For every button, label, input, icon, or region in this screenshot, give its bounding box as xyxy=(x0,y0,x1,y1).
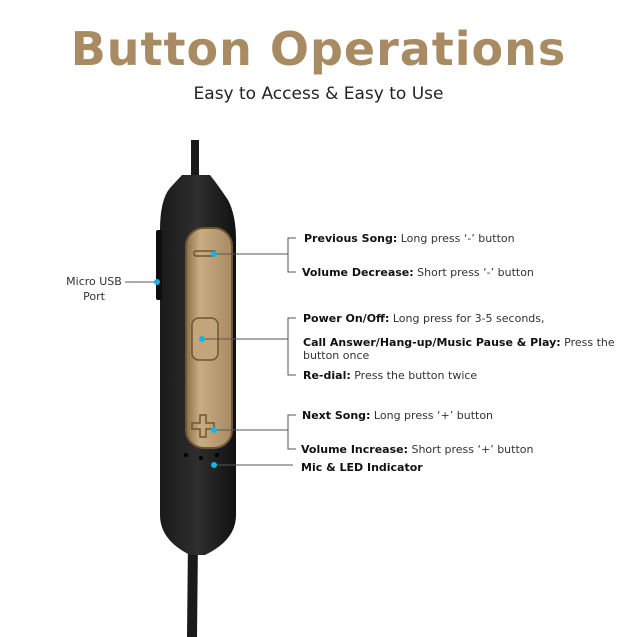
title: Button Operations xyxy=(70,22,567,76)
power-label: Power On/Off: Long press for 3-5 seconds… xyxy=(303,312,545,325)
subtitle: Easy to Access & Easy to Use xyxy=(193,84,444,104)
volume-decrease-label: Volume Decrease: Short press ‘-’ button xyxy=(302,266,534,279)
callout-dots xyxy=(154,251,217,468)
mic-hole xyxy=(199,456,203,460)
mic-label: Mic & LED Indicator xyxy=(301,461,423,474)
previous-song-label: Previous Song: Long press ‘-’ button xyxy=(304,232,515,245)
cable-top xyxy=(191,140,199,180)
volume-increase-label: Volume Increase: Short press ‘+’ button xyxy=(301,443,534,456)
mic-hole xyxy=(184,453,188,457)
cable-bottom xyxy=(187,540,198,637)
call-label: Call Answer/Hang-up/Music Pause & Play: … xyxy=(303,336,615,362)
next-song-label: Next Song: Long press ‘+’ button xyxy=(302,409,494,422)
callout-lines xyxy=(125,237,296,466)
usb-port xyxy=(156,230,162,300)
mic-hole xyxy=(215,453,219,457)
plus-icon xyxy=(191,414,215,438)
redial-label: Re-dial: Press the button twice xyxy=(303,369,478,382)
